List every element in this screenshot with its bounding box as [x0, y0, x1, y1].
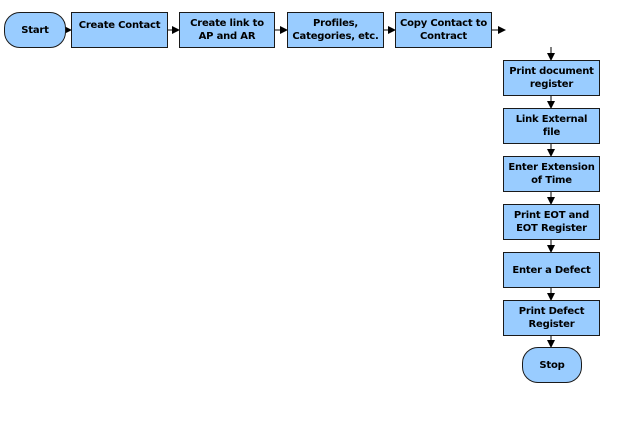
create-link-step: Create link to AP and AR [179, 12, 275, 48]
enter-defect-label: Enter a Defect [512, 264, 591, 276]
link-external-file-label: Link External file [515, 114, 588, 138]
enter-extension-label: Enter Extension of Time [508, 162, 595, 186]
copy-contact-label: Copy Contact to Contract [399, 18, 488, 42]
stop-label: Stop [539, 359, 565, 371]
start-terminal: Start [4, 12, 66, 48]
print-document-register-step: Print document register [503, 60, 600, 96]
print-defect-register-label: Print Defect Register [518, 306, 585, 330]
enter-defect-step: Enter a Defect [503, 252, 600, 288]
print-defect-register-step: Print Defect Register [503, 300, 600, 336]
print-eot-label: Print EOT and EOT Register [513, 210, 590, 234]
create-contact-label: Create Contact [78, 20, 161, 31]
print-document-register-label: Print document register [509, 66, 594, 90]
stop-terminal: Stop [522, 347, 582, 383]
start-label: Start [21, 24, 49, 36]
copy-contact-step: Copy Contact to Contract [395, 12, 492, 48]
print-eot-step: Print EOT and EOT Register [503, 204, 600, 240]
profiles-label: Profiles, Categories, etc. [292, 18, 379, 42]
profiles-step: Profiles, Categories, etc. [287, 12, 384, 48]
link-external-file-step: Link External file [503, 108, 600, 144]
enter-extension-step: Enter Extension of Time [503, 156, 600, 192]
create-link-label: Create link to AP and AR [190, 18, 264, 42]
create-contact-step: Create Contact [71, 12, 168, 48]
